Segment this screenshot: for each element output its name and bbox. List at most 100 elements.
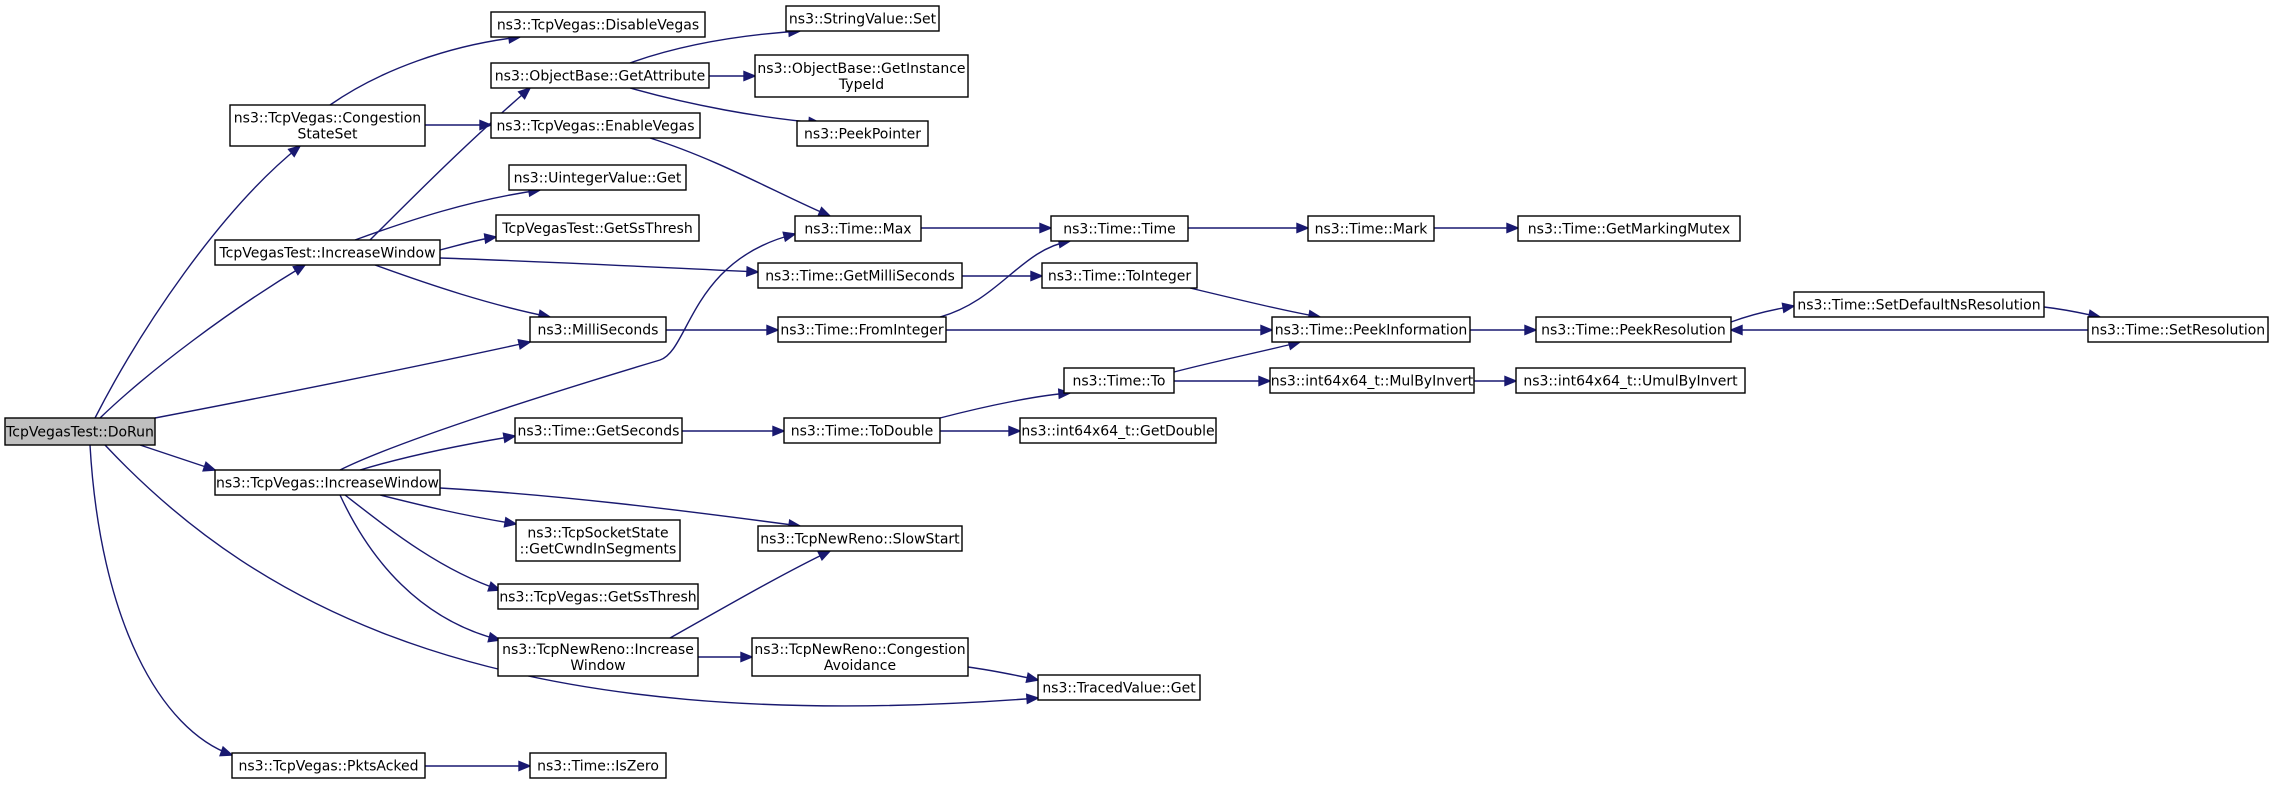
node-box bbox=[2087, 316, 2269, 343]
node-box bbox=[757, 262, 963, 289]
arrowhead bbox=[766, 324, 780, 336]
node-dorun[interactable]: TcpVegasTest::DoRun bbox=[4, 417, 156, 446]
node-todbl[interactable]: ns3::Time::ToDouble bbox=[783, 417, 941, 444]
node-getattr[interactable]: ns3::ObjectBase::GetAttribute bbox=[490, 62, 710, 89]
node-label: ns3::TcpNewReno::Increase bbox=[502, 642, 694, 658]
node-label: ns3::Time::GetSeconds bbox=[518, 424, 680, 440]
node-cwndseg[interactable]: ns3::TcpSocketState::GetCwndInSegments bbox=[515, 519, 681, 562]
node-tto[interactable]: ns3::Time::To bbox=[1063, 367, 1175, 394]
node-box bbox=[508, 164, 687, 191]
node-peekptr[interactable]: ns3::PeekPointer bbox=[796, 120, 929, 147]
arrowhead bbox=[1025, 693, 1040, 705]
node-box bbox=[1037, 674, 1201, 701]
node-box bbox=[214, 239, 441, 266]
node-box bbox=[1050, 215, 1189, 242]
node-label: ns3::TcpVegas::EnableVegas bbox=[496, 119, 694, 135]
node-box bbox=[796, 120, 929, 147]
edges-layer bbox=[89, 26, 2102, 772]
node-box bbox=[757, 525, 963, 552]
node-box bbox=[1019, 417, 1217, 444]
node-vegasssth[interactable]: ns3::TcpVegas::GetSsThresh bbox=[497, 583, 699, 610]
node-mulinv[interactable]: ns3::int64x64_t::MulByInvert bbox=[1269, 367, 1475, 394]
arrowhead bbox=[503, 516, 518, 528]
edge-vegasinc-to-cwndseg bbox=[379, 494, 518, 528]
edge-testinc-to-testssth bbox=[439, 233, 498, 251]
arrowhead bbox=[517, 86, 532, 100]
arrowhead bbox=[502, 432, 517, 444]
edge-dorun-to-testinc bbox=[99, 264, 307, 419]
arrowhead bbox=[202, 461, 217, 472]
node-strset[interactable]: ns3::StringValue::Set bbox=[785, 5, 940, 32]
node-label: ns3::int64x64_t::UmulByInvert bbox=[1523, 374, 1738, 390]
edge-setres-to-peekres bbox=[1729, 324, 2088, 336]
node-label: Window bbox=[570, 658, 625, 674]
arrowhead bbox=[487, 581, 502, 592]
edge-todbl-to-getdbl bbox=[940, 425, 1022, 437]
node-pktsacked[interactable]: ns3::TcpVegas::PktsAcked bbox=[231, 752, 426, 779]
arrowhead bbox=[487, 631, 502, 643]
arrowhead bbox=[219, 745, 234, 757]
edge-tmax-to-ttime bbox=[921, 222, 1053, 234]
nodes-layer: TcpVegasTest::DoRun ns3::TcpVegas::Conges… bbox=[4, 5, 2269, 779]
node-label: ns3::Time::SetDefaultNsResolution bbox=[1797, 298, 2040, 314]
node-getdbl[interactable]: ns3::int64x64_t::GetDouble bbox=[1019, 417, 1217, 444]
node-slowstart[interactable]: ns3::TcpNewReno::SlowStart bbox=[757, 525, 963, 552]
arrowhead bbox=[1296, 222, 1310, 234]
edge-vegasinc-to-tmax bbox=[339, 231, 797, 471]
node-ttime[interactable]: ns3::Time::Time bbox=[1050, 215, 1189, 242]
edge-getattr-to-getinst bbox=[708, 70, 757, 82]
edge-tto-to-peekinfo bbox=[1173, 339, 1302, 373]
node-disable[interactable]: ns3::TcpVegas::DisableVegas bbox=[490, 11, 706, 38]
node-box bbox=[751, 637, 969, 677]
node-setdefns[interactable]: ns3::Time::SetDefaultNsResolution bbox=[1793, 291, 2045, 318]
node-vegasinc[interactable]: ns3::TcpVegas::IncreaseWindow bbox=[214, 469, 441, 496]
node-iszero[interactable]: ns3::Time::IsZero bbox=[529, 752, 667, 779]
node-enable[interactable]: ns3::TcpVegas::EnableVegas bbox=[490, 112, 701, 139]
node-getms[interactable]: ns3::Time::GetMilliSeconds bbox=[757, 262, 963, 289]
node-getsec[interactable]: ns3::Time::GetSeconds bbox=[514, 417, 683, 444]
node-peekinfo[interactable]: ns3::Time::PeekInformation bbox=[1271, 316, 1471, 343]
node-label: ns3::Time::GetMilliSeconds bbox=[765, 269, 955, 285]
arrowhead bbox=[1258, 375, 1272, 387]
node-box bbox=[490, 11, 706, 38]
node-label: ns3::UintegerValue::Get bbox=[514, 171, 682, 187]
node-setres[interactable]: ns3::Time::SetResolution bbox=[2087, 316, 2269, 343]
node-box bbox=[490, 62, 710, 89]
edge-ttime-to-mark bbox=[1188, 222, 1310, 234]
node-fromint[interactable]: ns3::Time::FromInteger bbox=[777, 316, 947, 343]
node-umulinv[interactable]: ns3::int64x64_t::UmulByInvert bbox=[1515, 367, 1746, 394]
node-label: TcpVegasTest::GetSsThresh bbox=[501, 221, 692, 237]
edge-mark-to-markmutex bbox=[1434, 222, 1520, 234]
arrowhead bbox=[817, 206, 832, 217]
node-tracedget[interactable]: ns3::TracedValue::Get bbox=[1037, 674, 1201, 701]
node-testssth[interactable]: TcpVegasTest::GetSsThresh bbox=[495, 214, 700, 242]
node-label: ns3::Time::ToInteger bbox=[1048, 269, 1192, 285]
edge-dorun-to-pktsacked bbox=[89, 444, 234, 757]
node-millis[interactable]: ns3::MilliSeconds bbox=[529, 316, 667, 343]
node-box bbox=[1271, 316, 1471, 343]
node-box bbox=[1269, 367, 1475, 394]
node-peekres[interactable]: ns3::Time::PeekResolution bbox=[1535, 316, 1732, 343]
node-label: ns3::ObjectBase::GetInstance bbox=[757, 61, 965, 77]
arrowhead bbox=[292, 264, 307, 276]
arrowhead bbox=[483, 233, 498, 245]
node-box bbox=[515, 519, 681, 562]
arrowhead bbox=[1030, 270, 1044, 282]
node-tmax[interactable]: ns3::Time::Max bbox=[794, 215, 922, 242]
edge-millis-to-fromint bbox=[666, 324, 780, 336]
node-uintget[interactable]: ns3::UintegerValue::Get bbox=[508, 164, 687, 191]
arrowhead bbox=[1039, 222, 1053, 234]
node-markmutex[interactable]: ns3::Time::GetMarkingMutex bbox=[1517, 215, 1741, 242]
node-label: ns3::Time::Mark bbox=[1315, 222, 1429, 238]
node-mark[interactable]: ns3::Time::Mark bbox=[1307, 215, 1435, 242]
node-toint[interactable]: ns3::Time::ToInteger bbox=[1041, 262, 1198, 289]
arrowhead bbox=[1504, 375, 1518, 387]
node-label: ns3::Time::FromInteger bbox=[780, 323, 943, 339]
node-renoinc[interactable]: ns3::TcpNewReno::IncreaseWindow bbox=[497, 637, 699, 677]
node-testinc[interactable]: TcpVegasTest::IncreaseWindow bbox=[214, 239, 441, 266]
node-box bbox=[1517, 215, 1741, 242]
node-label: ns3::Time::ToDouble bbox=[791, 424, 934, 440]
